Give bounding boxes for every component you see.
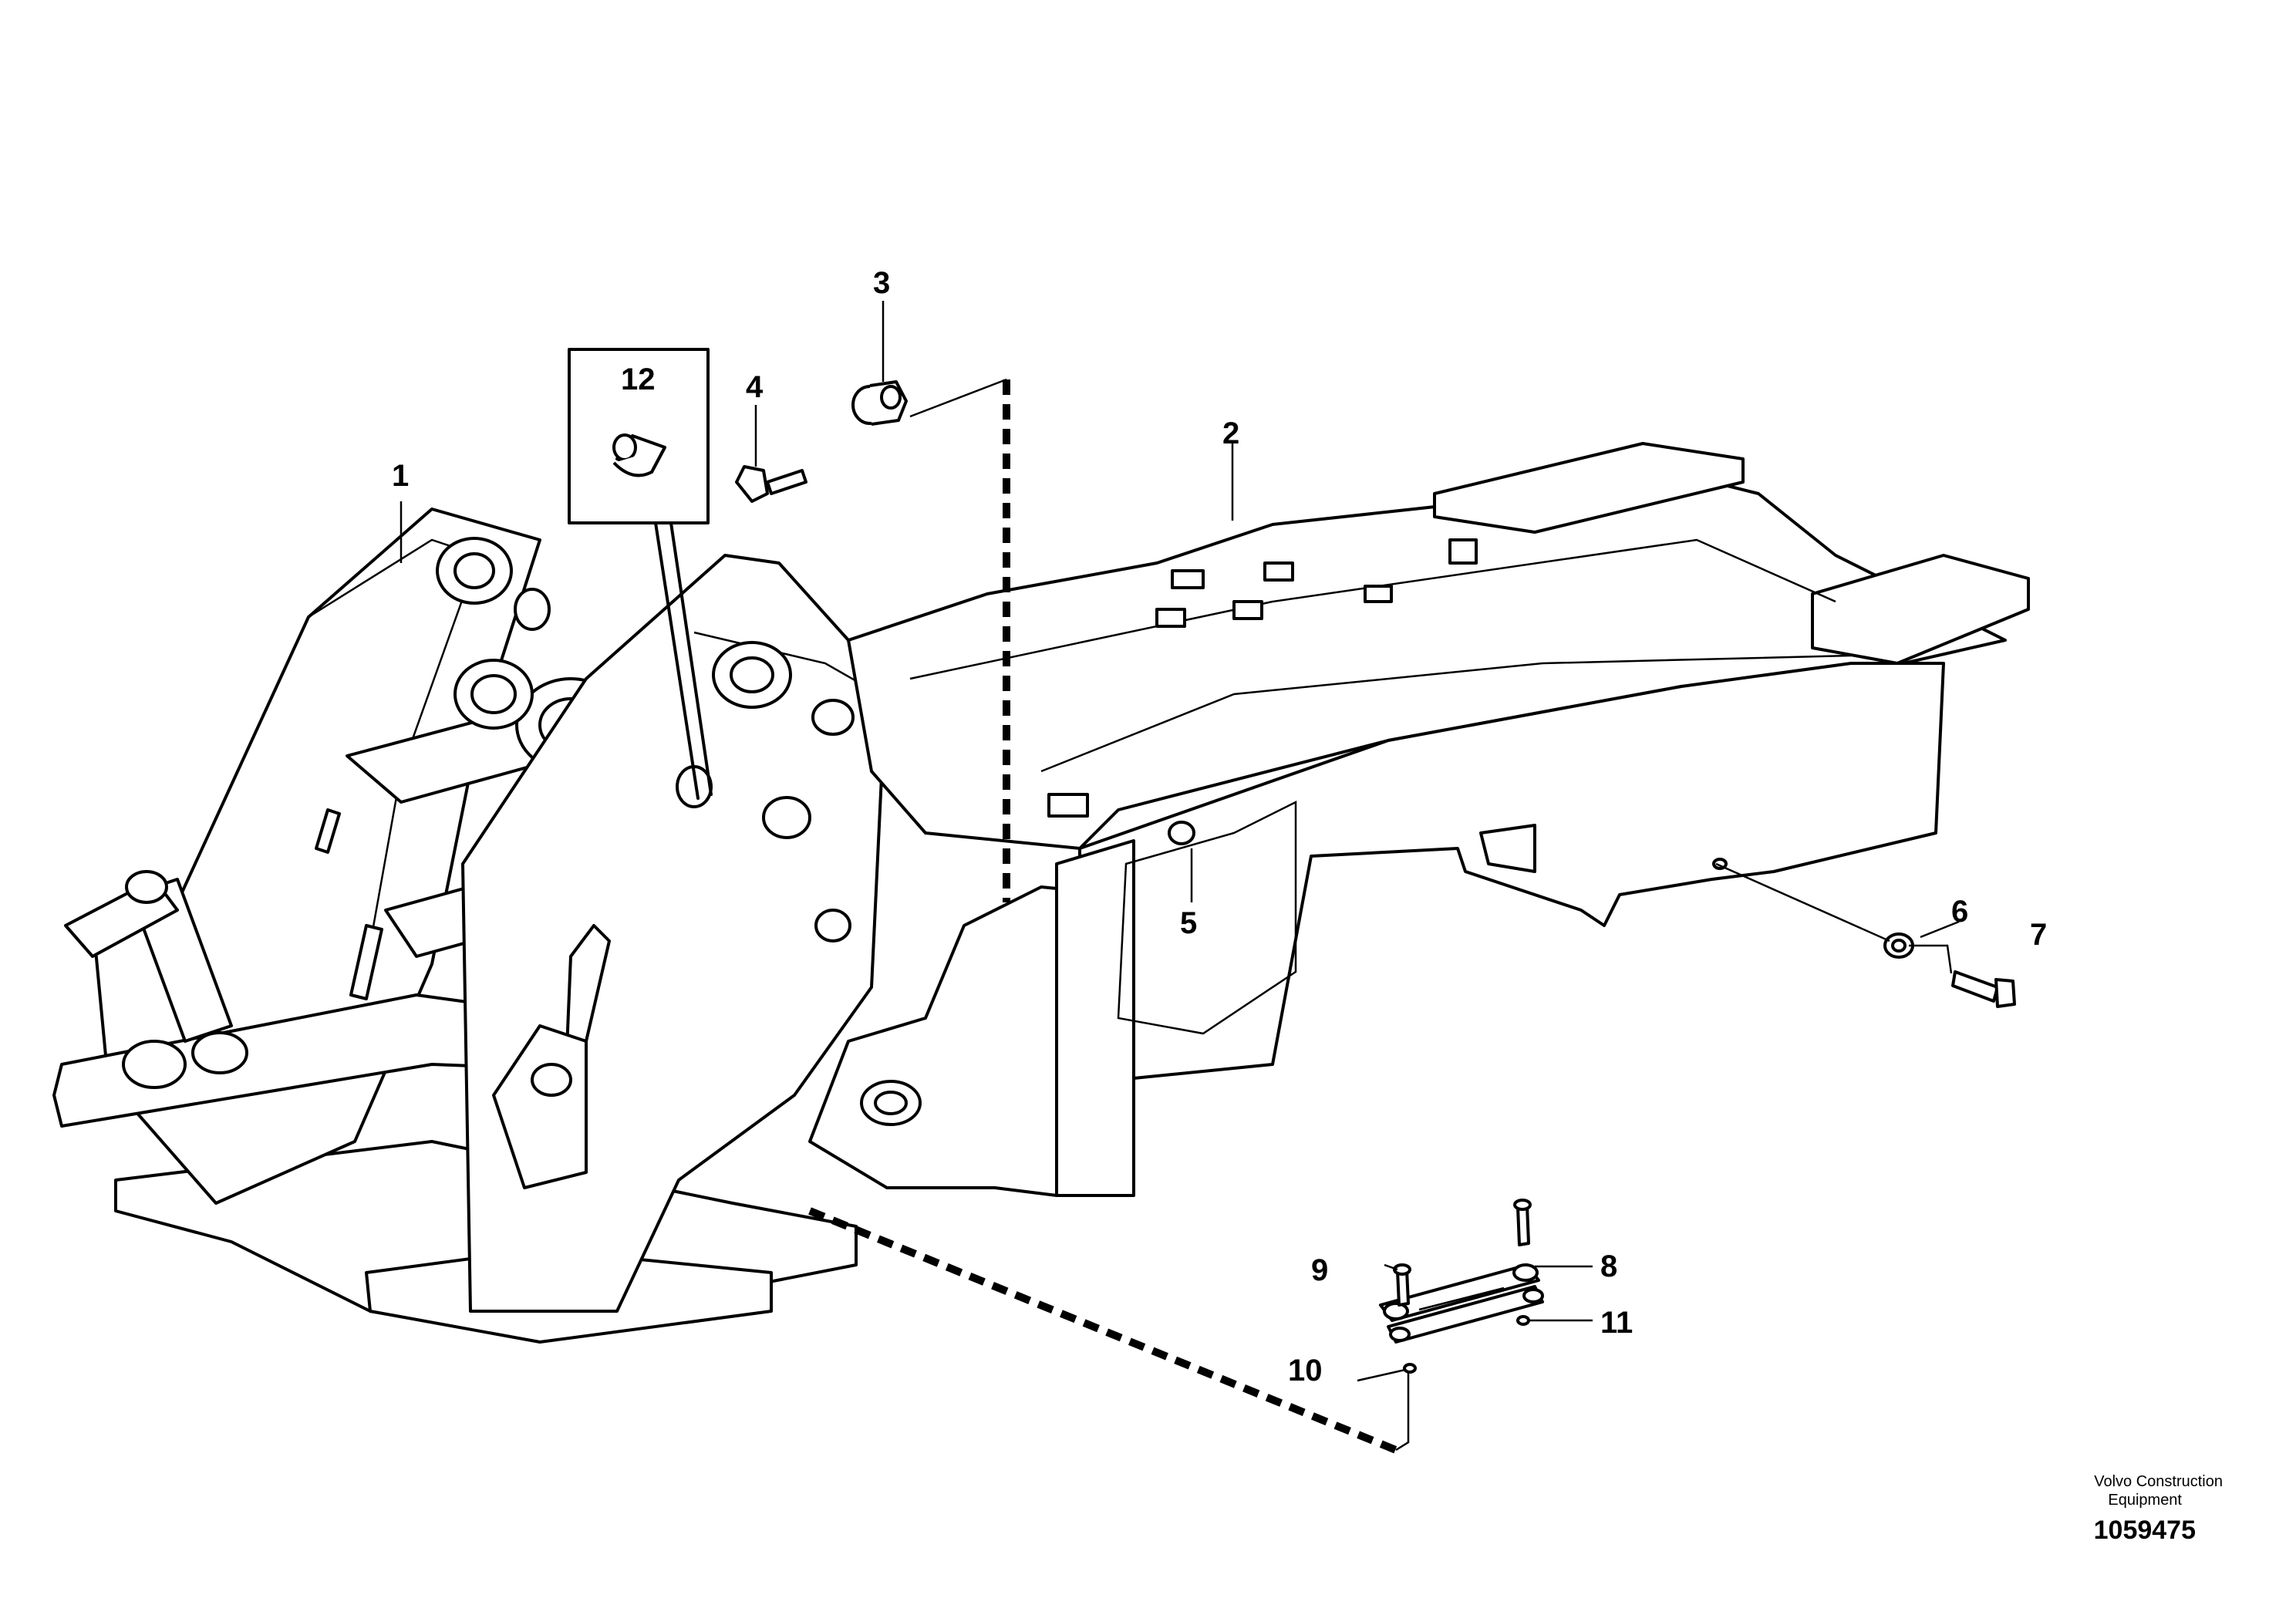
- callouts: 1 2 3 4 5 6 7 8 9 10 11 12: [392, 266, 2047, 1388]
- detail-box-bushing: [568, 348, 713, 800]
- callout-7: 7: [2030, 918, 2047, 952]
- pin-lock-assembly: [1379, 1199, 1544, 1374]
- brand-subtitle: Equipment: [2108, 1492, 2182, 1509]
- bolt-4: [735, 465, 807, 503]
- callout-4: 4: [746, 370, 764, 404]
- callout-10: 10: [1288, 1354, 1323, 1388]
- callout-5: 5: [1180, 906, 1197, 940]
- callout-12: 12: [621, 363, 656, 396]
- callout-3: 3: [873, 266, 890, 300]
- callout-6: 6: [1951, 895, 1968, 929]
- callout-1: 1: [392, 459, 409, 493]
- callout-8: 8: [1600, 1249, 1617, 1283]
- bolt-7: [1951, 970, 2016, 1008]
- callout-9: 9: [1311, 1253, 1328, 1287]
- cap-3: [851, 380, 908, 426]
- front-frame: [52, 508, 888, 1344]
- leader-lines: [400, 301, 1960, 1382]
- washer-6: [1883, 932, 1914, 959]
- assembly-line-pin: [808, 1207, 1397, 1454]
- figure-number: 1059475: [2093, 1516, 2196, 1545]
- rear-frame: [808, 442, 2030, 1197]
- callout-2: 2: [1222, 416, 1239, 450]
- callout-11: 11: [1600, 1306, 1633, 1340]
- brand-name: Volvo Construction: [2094, 1473, 2223, 1490]
- nut-5: [1168, 821, 1195, 845]
- bushing: [612, 433, 666, 477]
